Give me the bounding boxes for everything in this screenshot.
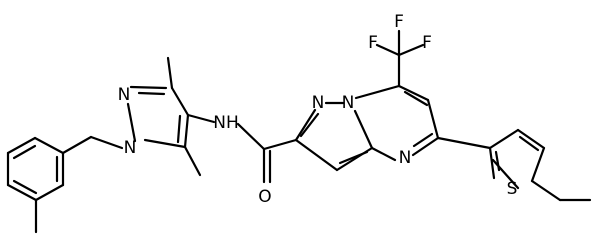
pz-nitrogen-2-label: N bbox=[342, 93, 355, 113]
fluorine-3-label: F bbox=[422, 33, 432, 53]
fluorine-2-label: F bbox=[394, 12, 404, 32]
amide-nh-label: NH bbox=[213, 113, 239, 133]
pyrimidine-thiophene-bond bbox=[436, 136, 492, 150]
pyrazole-ring bbox=[126, 85, 190, 149]
nh-carbonyl-bond bbox=[236, 122, 266, 151]
atom-labels: N N NH O N N N S F F F bbox=[118, 12, 518, 207]
amide-oxygen-label: O bbox=[258, 187, 271, 207]
thiophene-ring bbox=[488, 128, 546, 190]
thiophene-sulfur-label: S bbox=[507, 179, 518, 199]
pz-nitrogen-1-label: N bbox=[312, 93, 325, 113]
fluorine-1-label: F bbox=[368, 33, 378, 53]
pyrazole-methyl-top-bond bbox=[166, 56, 174, 90]
pyrimidine-ring bbox=[354, 84, 440, 162]
cf3-f1-bond bbox=[375, 43, 401, 57]
pyrazole-n1-label: N bbox=[124, 138, 137, 158]
pyrazolo-ring bbox=[294, 101, 374, 172]
pyrazole-n2-label: N bbox=[118, 85, 131, 105]
benzene-ring bbox=[6, 136, 65, 202]
pyrimidine-nitrogen-label: N bbox=[399, 148, 412, 168]
ethyl-bond-1 bbox=[530, 179, 562, 202]
pyrazole-methyl-bottom-bond bbox=[183, 145, 202, 177]
benzyl-n-bond bbox=[89, 135, 124, 150]
pyrazole-nh-bond bbox=[186, 113, 216, 124]
carbonyl-ring-bond bbox=[262, 138, 298, 151]
benzyl-ch2-bond bbox=[61, 135, 93, 155]
cf3-f2-bond bbox=[397, 43, 425, 57]
